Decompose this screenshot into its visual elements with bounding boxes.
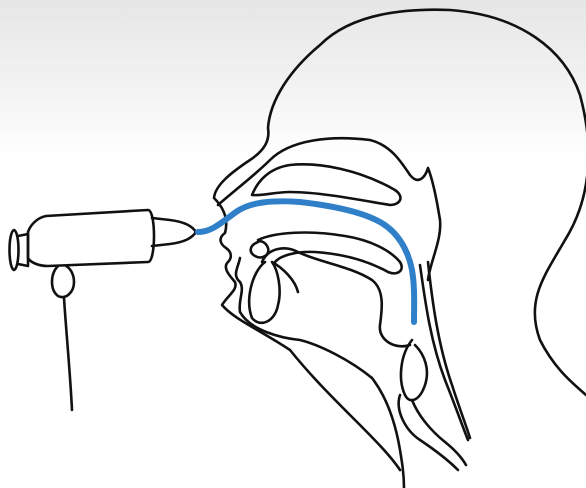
- larynx: [399, 395, 458, 470]
- lower-jaw: [249, 262, 298, 323]
- upper-lip: [251, 241, 269, 257]
- trachea: [412, 400, 466, 465]
- tongue: [262, 248, 410, 346]
- light-connector: [52, 266, 74, 297]
- chin-line: [236, 258, 372, 378]
- endoscope: [10, 210, 197, 410]
- endoscope-neck: [152, 218, 196, 246]
- light-cable: [64, 298, 72, 410]
- epiglottis: [401, 340, 427, 400]
- endoscope-body: [28, 210, 154, 266]
